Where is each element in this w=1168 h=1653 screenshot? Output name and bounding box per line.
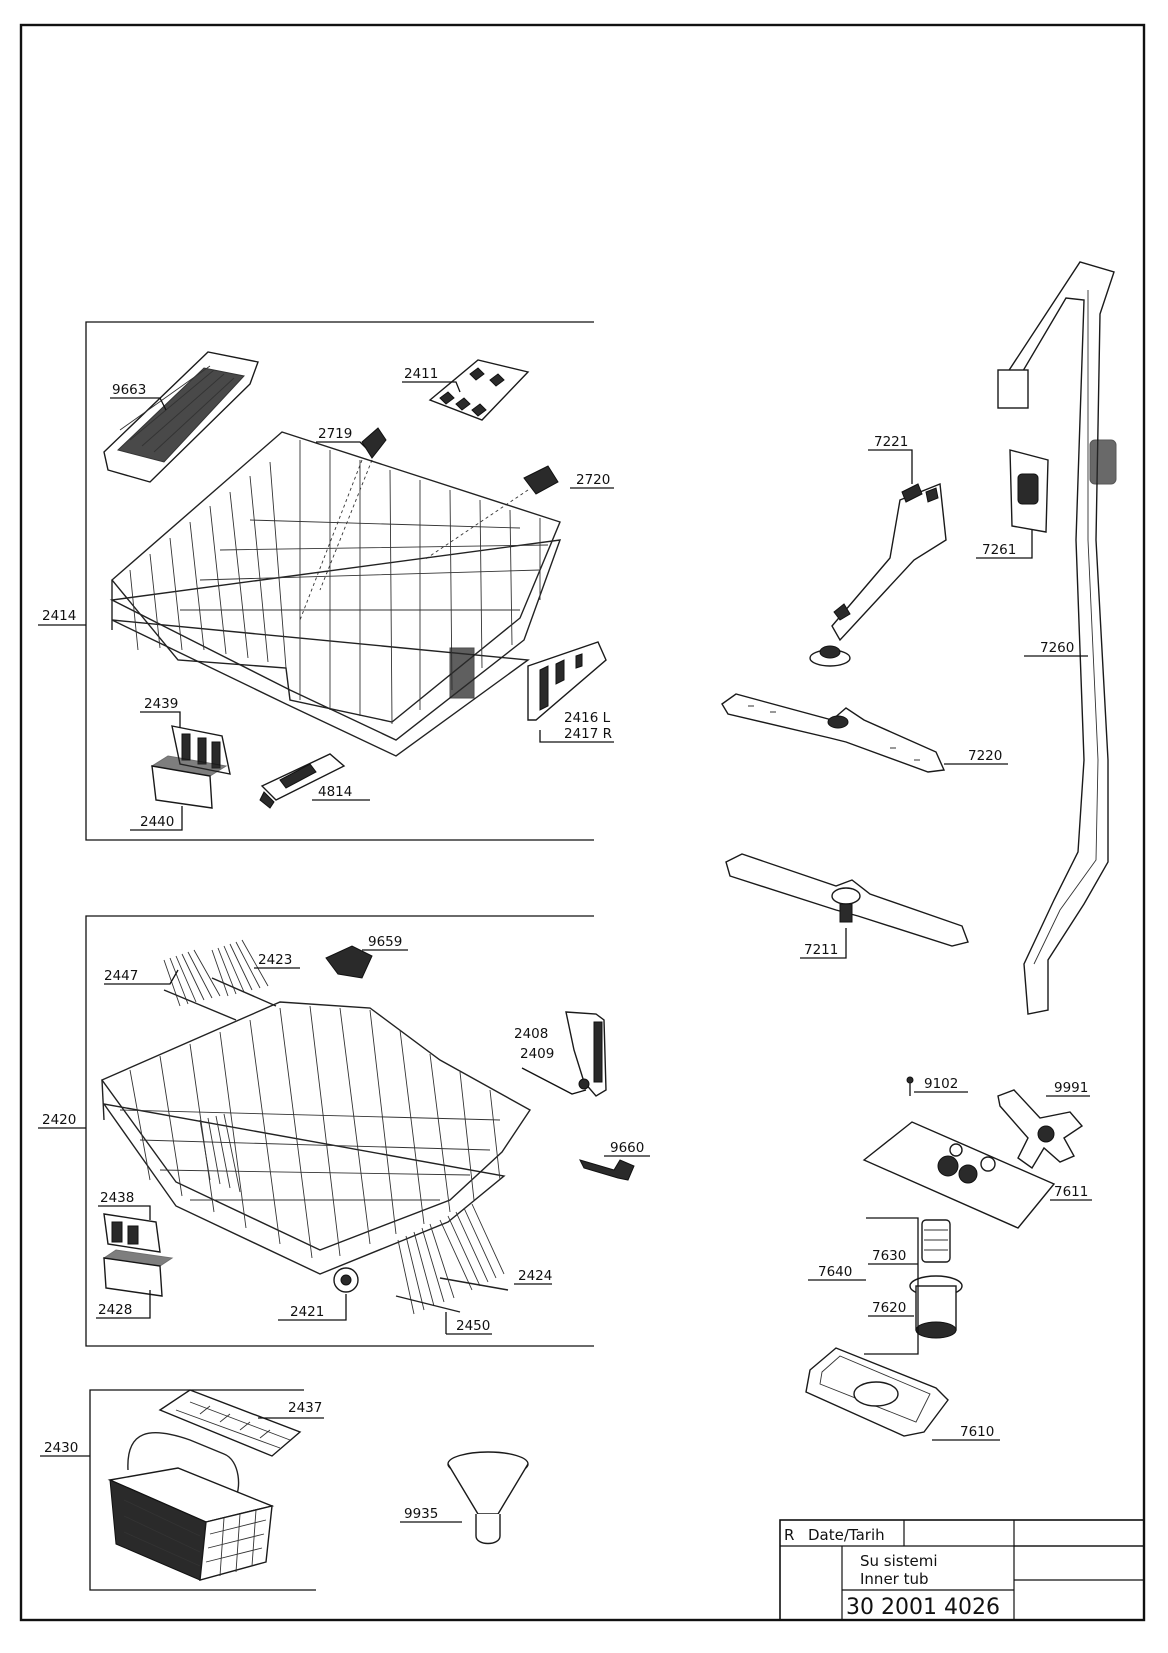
tine-rack-2447 bbox=[163, 949, 237, 1021]
label-7220: 7220 bbox=[968, 748, 1002, 764]
part-9659 bbox=[325, 945, 373, 979]
label-9659: 9659 bbox=[368, 934, 402, 950]
cutlery-tray-9663 bbox=[103, 351, 259, 483]
label-9660: 9660 bbox=[610, 1140, 644, 1156]
bracket-9991 bbox=[997, 1089, 1084, 1170]
cutlery-basket-2430 bbox=[107, 1432, 275, 1581]
lower-basket-group: 2447 2423 9659 2408 2409 2420 9660 2438 … bbox=[38, 915, 650, 1347]
label-9935: 9935 bbox=[404, 1506, 438, 1522]
screw-9102 bbox=[906, 1076, 914, 1096]
label-2437: 2437 bbox=[288, 1400, 322, 1416]
part-2438 bbox=[103, 1213, 161, 1253]
spray-arm-7220 bbox=[721, 693, 946, 773]
label-2438: 2438 bbox=[100, 1190, 134, 1206]
date-label: Date/Tarih bbox=[808, 1526, 885, 1544]
label-2408: 2408 bbox=[514, 1026, 548, 1042]
lower-basket-2420 bbox=[100, 1001, 532, 1275]
label-2417: 2417 R bbox=[564, 726, 612, 742]
tine-rack-2450 bbox=[395, 1223, 461, 1315]
label-2440: 2440 bbox=[140, 814, 174, 830]
feed-pipe-7260 bbox=[997, 261, 1117, 1015]
title-english: Inner tub bbox=[860, 1570, 929, 1588]
label-7620: 7620 bbox=[872, 1300, 906, 1316]
label-7630: 7630 bbox=[872, 1248, 906, 1264]
label-2420: 2420 bbox=[42, 1112, 76, 1128]
wheel-2421 bbox=[333, 1267, 359, 1293]
water-system-group: 7221 7261 7260 7220 7211 9102 9991 7611 … bbox=[721, 261, 1117, 1441]
label-9663: 9663 bbox=[112, 382, 146, 398]
title-block: R Date/Tarih Su sistemi Inner tub 30 200… bbox=[779, 1519, 1145, 1621]
label-7211: 7211 bbox=[804, 942, 838, 958]
label-2409: 2409 bbox=[520, 1046, 554, 1062]
part-4814 bbox=[259, 753, 346, 809]
revision-label: R bbox=[784, 1526, 794, 1544]
spray-pipe-7221 bbox=[809, 483, 947, 667]
label-2439: 2439 bbox=[144, 696, 178, 712]
sheet-border bbox=[19, 23, 1146, 1622]
part-2719 bbox=[299, 427, 387, 621]
label-7261: 7261 bbox=[982, 542, 1016, 558]
part-2720 bbox=[423, 465, 559, 561]
label-2430: 2430 bbox=[44, 1440, 78, 1456]
label-2720: 2720 bbox=[576, 472, 610, 488]
upper-basket-group: 9663 2411 2719 2720 2414 2439 2416 L 241… bbox=[38, 321, 614, 841]
filter-7630 bbox=[921, 1219, 951, 1263]
tine-rack-2424 bbox=[439, 1203, 509, 1291]
part-2440 bbox=[150, 755, 228, 809]
micro-filter-7610 bbox=[805, 1347, 949, 1437]
part-2428 bbox=[102, 1249, 174, 1297]
rail-2416-2417 bbox=[527, 641, 607, 721]
label-2414: 2414 bbox=[42, 608, 76, 624]
cutlery-basket-group: 2437 2430 bbox=[40, 1389, 324, 1591]
label-2416: 2416 L bbox=[564, 710, 611, 726]
bracket-2408-2409 bbox=[565, 1011, 607, 1097]
label-7640: 7640 bbox=[818, 1264, 852, 1280]
upper-basket-2414 bbox=[109, 431, 562, 757]
label-2719: 2719 bbox=[318, 426, 352, 442]
label-9991: 9991 bbox=[1054, 1080, 1088, 1096]
basket-lid-2437 bbox=[158, 1389, 302, 1457]
filter-7620 bbox=[909, 1275, 963, 1339]
label-2411: 2411 bbox=[404, 366, 438, 382]
label-2423: 2423 bbox=[258, 952, 292, 968]
label-7611: 7611 bbox=[1054, 1184, 1088, 1200]
label-2450: 2450 bbox=[456, 1318, 490, 1334]
title-turkish: Su sistemi bbox=[860, 1552, 937, 1570]
tine-rack-2423 bbox=[211, 939, 277, 1007]
label-4814: 4814 bbox=[318, 784, 352, 800]
label-2447: 2447 bbox=[104, 968, 138, 984]
label-2428: 2428 bbox=[98, 1302, 132, 1318]
label-7260: 7260 bbox=[1040, 640, 1074, 656]
sump-cover-7611 bbox=[862, 1121, 1056, 1229]
drawing-number: 30 2001 4026 bbox=[846, 1595, 1000, 1620]
label-2424: 2424 bbox=[518, 1268, 552, 1284]
label-9102: 9102 bbox=[924, 1076, 958, 1092]
spray-arm-7211 bbox=[725, 853, 969, 947]
clip-2411 bbox=[428, 359, 530, 421]
funnel-9935: 9935 bbox=[400, 1451, 529, 1545]
connector-7261 bbox=[1009, 449, 1049, 533]
label-7610: 7610 bbox=[960, 1424, 994, 1440]
part-9660 bbox=[579, 1159, 635, 1181]
label-7221: 7221 bbox=[874, 434, 908, 450]
label-2421: 2421 bbox=[290, 1304, 324, 1320]
